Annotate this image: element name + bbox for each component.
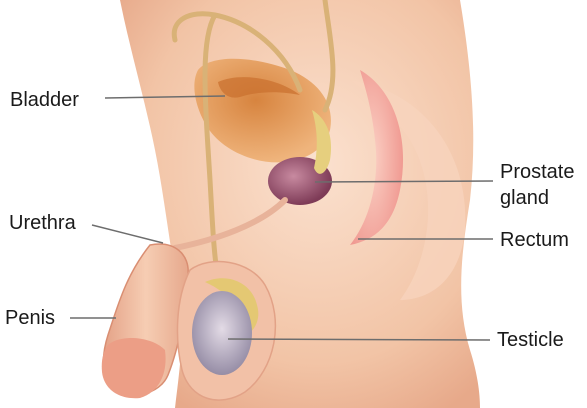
urethra-label: Urethra (9, 211, 76, 235)
testicle-label: Testicle (497, 328, 564, 352)
testicle-leader (228, 339, 490, 340)
prostate-leader (315, 181, 493, 182)
rectum-label: Rectum (500, 228, 569, 252)
prostate-label-line1: Prostate (500, 160, 574, 184)
urethra-leader (92, 225, 163, 243)
bladder-label: Bladder (10, 88, 79, 112)
prostate-label-line2: gland (500, 186, 549, 210)
testicle-shape (192, 291, 252, 375)
penis-label: Penis (5, 306, 55, 330)
